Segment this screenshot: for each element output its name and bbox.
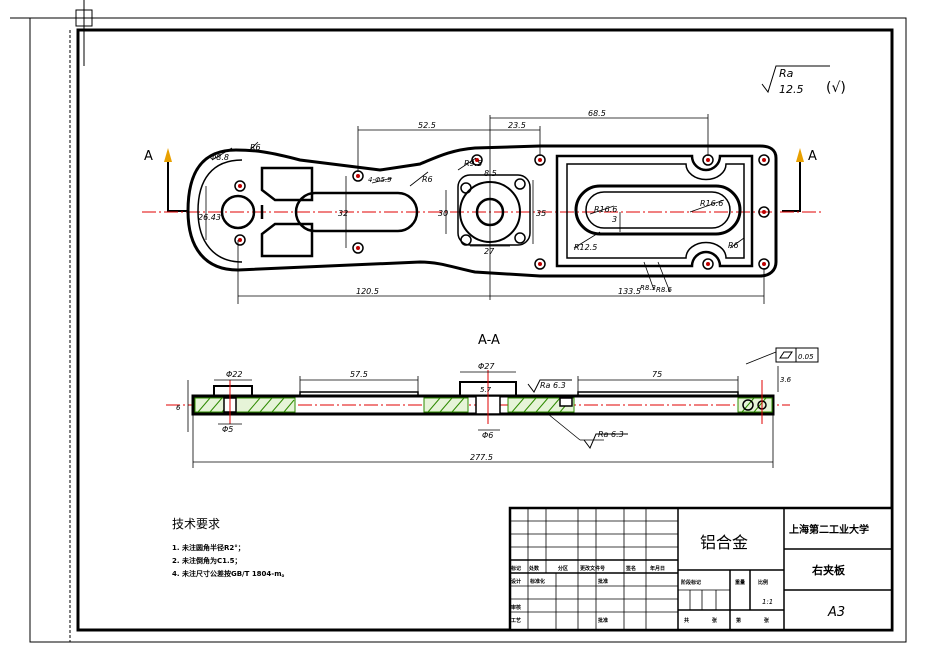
- dim-30: 30: [438, 209, 448, 218]
- sec-dim-d5: Φ5: [222, 425, 233, 434]
- tech-item-2: 2. 未注倒角为C1.5；: [172, 556, 242, 565]
- section-view: A-A: [166, 333, 819, 468]
- dim-27: 27: [484, 247, 495, 256]
- dim-r16-6: R16.6: [594, 205, 617, 214]
- sec-dim-3-6: 3.6: [780, 376, 792, 384]
- dim-r9-5: R9.5: [464, 159, 482, 168]
- dim-r-left-top: R6: [250, 143, 261, 152]
- dim-r8-3: R8.3: [640, 284, 656, 292]
- school-name: 上海第二工业大学: [789, 523, 869, 536]
- roughness-symbol: Ra 12.5 (√): [761, 65, 846, 96]
- sheet-size: A3: [827, 605, 845, 620]
- title-block: 铝合金 上海第二工业大学 右夹板 A3 1:1 标记 处数 分区 更改文件号 签…: [508, 506, 894, 632]
- dim-r9-2: R8.6: [656, 286, 673, 294]
- sec-dim-d22: Φ22: [226, 370, 242, 379]
- lbl-biaoji: 标记: [510, 565, 521, 572]
- dim-32: 32: [338, 209, 348, 218]
- lbl-chushu: 处数: [528, 565, 540, 572]
- tech-requirements: 技术要求 1. 未注圆角半径R2°； 2. 未注倒角为C1.5； 4. 未注尺寸…: [172, 517, 289, 578]
- lbl-piben: 批准: [598, 578, 608, 585]
- dim-4-holes: 4-Φ5.9: [368, 176, 392, 184]
- dim-26-43: 26.43: [198, 213, 221, 222]
- dim-52-5: 52.5: [418, 121, 436, 130]
- sec-rough-1: Ra 6.3: [540, 381, 566, 390]
- tech-item-1: 1. 未注圆角半径R2°；: [172, 543, 245, 552]
- lbl-bili: 比例: [758, 579, 768, 586]
- lbl-biaozhunhua: 标准化: [529, 578, 545, 585]
- section-title: A-A: [478, 333, 500, 348]
- sheet-frame: [10, 0, 907, 643]
- tech-item-3: 4. 未注尺寸公差按GB/T 1804-m。: [172, 569, 289, 578]
- lbl-gengai: 更改文件号: [580, 565, 605, 572]
- material: 铝合金: [700, 533, 748, 552]
- lbl-riqi: 年月日: [650, 565, 665, 572]
- section-marker-left: A: [144, 149, 153, 164]
- roughness-value: 12.5: [779, 83, 804, 96]
- dim-3: 3: [612, 215, 617, 224]
- dim-23-5: 23.5: [508, 121, 526, 130]
- roughness-general: (√): [826, 80, 846, 96]
- dim-d-6-8: Φ8.8: [210, 153, 229, 162]
- sec-dim-57-5: 57.5: [350, 370, 368, 379]
- dim-r6-small: R6: [422, 175, 433, 184]
- dim-r6-right: R6: [728, 241, 739, 250]
- sec-dim-d27: Φ27: [478, 362, 495, 371]
- dim-8-5: 8.5: [484, 169, 497, 178]
- lbl-jieduan: 阶段标记: [681, 579, 701, 586]
- dim-68-5: 68.5: [588, 109, 606, 118]
- dim-133-5: 133.5: [618, 287, 641, 296]
- plan-view: A A: [142, 109, 822, 304]
- sec-dim-d6: Φ6: [482, 431, 493, 440]
- dim-r16-6b: R16.6: [700, 199, 723, 208]
- section-marker-right: A: [808, 149, 817, 164]
- lbl-qianming: 签名: [625, 565, 636, 572]
- roughness-ra: Ra: [779, 67, 794, 80]
- sec-dim-6: 6: [176, 404, 181, 412]
- sec-rough-2: Ra 6.3: [598, 430, 624, 439]
- lbl-fenqu: 分区: [558, 565, 568, 572]
- sec-flatness: 0.05: [798, 353, 814, 361]
- lbl-di: 第: [736, 617, 741, 624]
- sec-dim-total: 277.5: [470, 453, 493, 462]
- lbl-gong: 共: [684, 617, 689, 624]
- part-name: 右夹板: [811, 563, 846, 577]
- dim-h-right: 35: [536, 209, 546, 218]
- lbl-zhang2: 张: [764, 617, 770, 624]
- lbl-pizhun: 批准: [598, 617, 608, 624]
- sec-dim-5-7: 5.7: [480, 386, 492, 394]
- dim-r12-5: R12.5: [574, 243, 597, 252]
- lbl-zhongliang: 重量: [735, 579, 745, 586]
- sec-dim-75: 75: [652, 370, 662, 379]
- lbl-shenhe: 审核: [511, 604, 521, 611]
- lbl-gongyi: 工艺: [511, 617, 521, 624]
- tech-title: 技术要求: [172, 517, 220, 531]
- lbl-sheji: 设计: [511, 578, 521, 585]
- dim-120-5: 120.5: [356, 287, 379, 296]
- scale-value: 1:1: [762, 598, 773, 606]
- lbl-zhang1: 张: [712, 617, 718, 624]
